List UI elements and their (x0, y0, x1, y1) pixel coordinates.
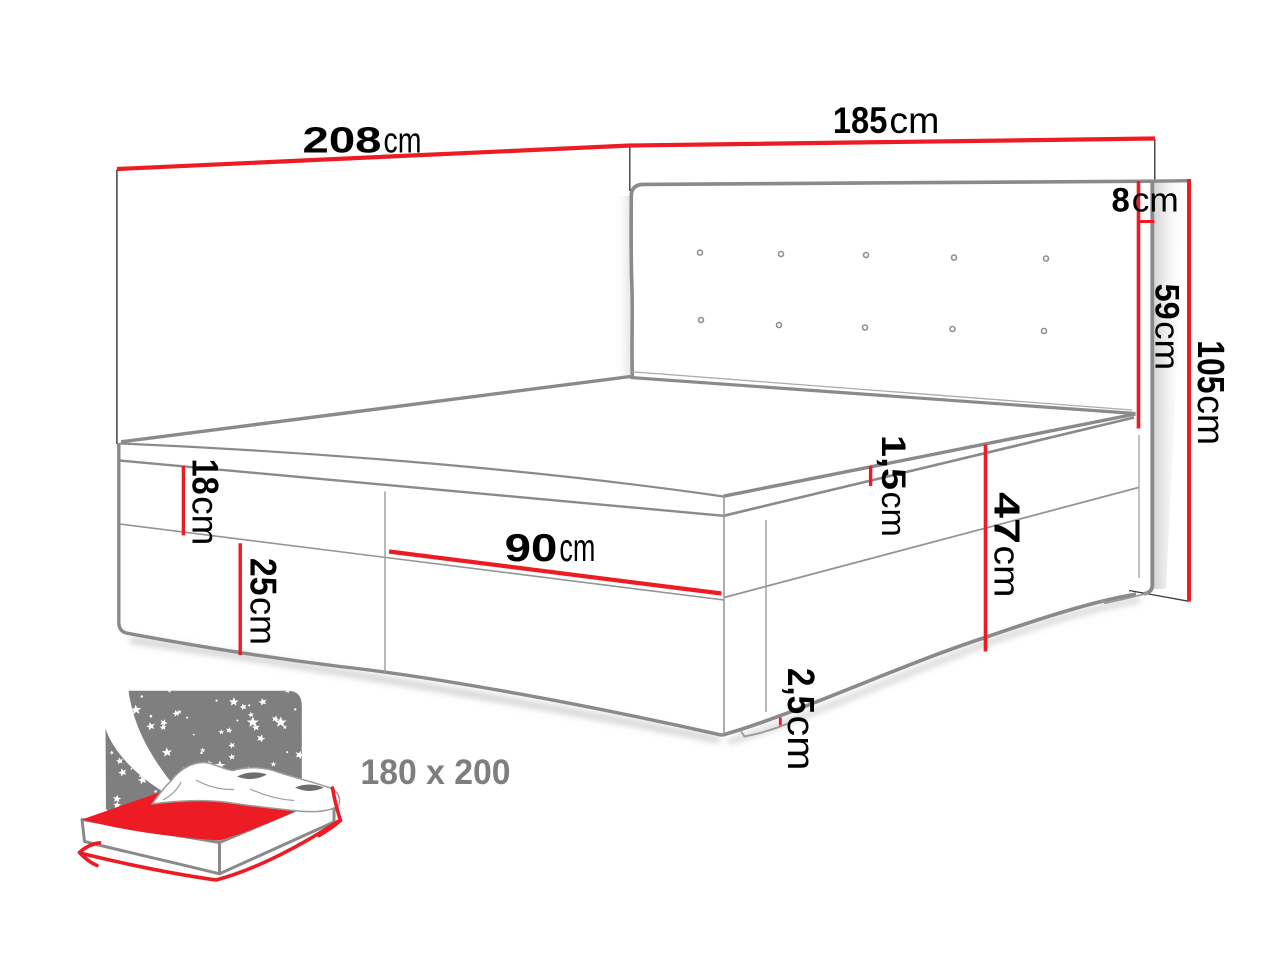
svg-text:cm: cm (1148, 321, 1186, 370)
svg-text:105: 105 (1189, 340, 1231, 393)
svg-text:cm: cm (889, 99, 939, 141)
svg-text:180 x 200: 180 x 200 (361, 753, 511, 792)
svg-text:208: 208 (303, 120, 382, 161)
svg-text:2,5: 2,5 (779, 668, 821, 714)
svg-text:1,5: 1,5 (874, 435, 912, 490)
svg-text:59: 59 (1148, 284, 1186, 320)
svg-text:cm: cm (185, 496, 227, 545)
svg-text:cm: cm (384, 120, 422, 161)
svg-text:cm: cm (779, 716, 821, 771)
svg-text:25: 25 (243, 558, 284, 596)
svg-text:8: 8 (1112, 182, 1130, 220)
svg-text:cm: cm (987, 546, 1028, 598)
svg-text:cm: cm (243, 597, 284, 645)
svg-text:185: 185 (833, 99, 888, 141)
svg-text:18: 18 (185, 459, 227, 495)
svg-text:cm: cm (1189, 395, 1231, 445)
svg-text:cm: cm (559, 527, 595, 570)
svg-text:90: 90 (505, 527, 558, 570)
svg-text:cm: cm (1132, 182, 1179, 220)
svg-text:cm: cm (874, 492, 912, 537)
svg-text:47: 47 (987, 492, 1028, 544)
